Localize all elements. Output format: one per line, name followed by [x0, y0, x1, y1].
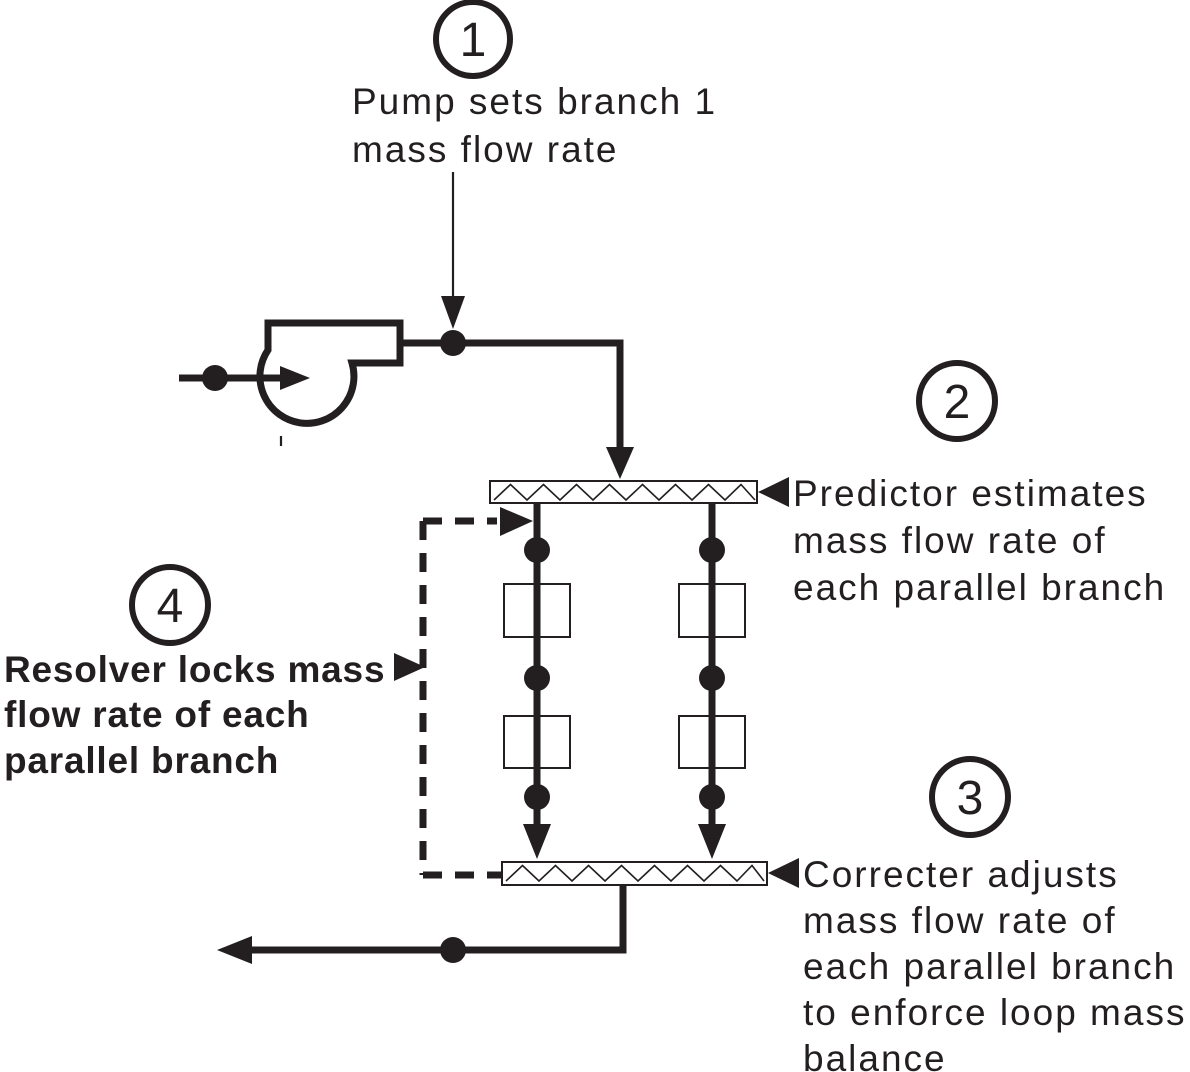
resolver-dashed-loop: [419, 507, 533, 879]
step4-pointer-arrowhead-icon: [394, 653, 425, 681]
right-branch-node-dot-3: [699, 784, 725, 810]
annotation-step3: 3 Correcter adjusts mass flow rate of ea…: [803, 756, 1186, 1072]
outflow-path: [217, 885, 627, 964]
step1-pointer-arrowhead-icon: [441, 296, 465, 329]
pump-outlet-node-dot: [440, 330, 466, 356]
step3-label-line2: mass flow rate of: [803, 900, 1117, 941]
annotation-step2: 2 Predictor estimates mass flow rate of …: [793, 360, 1166, 608]
right-branch-arrowhead-icon: [698, 824, 726, 859]
predictor-bar: [489, 477, 789, 507]
pump-inlet-arrowhead-icon: [280, 366, 310, 390]
main-flow-path: [399, 330, 634, 479]
outflow-node-dot: [440, 937, 466, 963]
step1-circle: [433, 0, 513, 79]
correcter-bar-body: [501, 861, 768, 886]
step2-label-line3: each parallel branch: [793, 567, 1166, 608]
parallel-branch-right: [678, 503, 746, 859]
step1-label-line2: mass flow rate: [352, 129, 619, 170]
left-branch-node-dot-1: [524, 537, 550, 563]
resolver-loop-arrowhead-icon: [500, 507, 533, 536]
pump-symbol: [179, 319, 404, 446]
outflow-line: [228, 885, 627, 954]
step4-label-line2: flow rate of each: [4, 694, 310, 735]
step3-label-line1: Correcter adjusts: [803, 854, 1119, 895]
correcter-bar-hatch: [505, 864, 765, 883]
left-branch-node-dot-3: [524, 784, 550, 810]
step3-number: 3: [957, 772, 984, 825]
main-down-arrowhead-icon: [606, 447, 634, 479]
step2-circle: [916, 360, 998, 442]
step2-label-line2: mass flow rate of: [793, 520, 1107, 561]
step2-number: 2: [944, 376, 971, 429]
step4-number: 4: [157, 580, 184, 633]
pump-body: [256, 319, 404, 427]
predictor-bar-hatch: [493, 483, 756, 502]
step2-label-line1: Predictor estimates: [793, 473, 1148, 514]
step4-label-line1: Resolver locks mass: [4, 649, 385, 690]
correcter-bar: [501, 858, 799, 888]
step3-label-line3: each parallel branch: [803, 946, 1176, 987]
outflow-arrowhead-icon: [217, 936, 252, 964]
left-branch-arrowhead-icon: [523, 824, 551, 859]
pump-outlet-line: [399, 339, 624, 450]
step4-label-line3: parallel branch: [4, 740, 279, 781]
step3-label-line5: balance: [803, 1038, 947, 1072]
step1-label-line1: Pump sets branch 1: [352, 81, 717, 122]
step4-circle: [129, 564, 211, 646]
step1-number: 1: [460, 14, 487, 67]
annotation-step1: 1 Pump sets branch 1 mass flow rate: [352, 0, 717, 329]
left-branch-node-dot-2: [524, 665, 550, 691]
right-branch-node-dot-2: [699, 665, 725, 691]
pump-inlet-node-dot: [202, 365, 228, 391]
predictor-pointer-arrowhead-icon: [758, 477, 789, 507]
step3-circle: [929, 756, 1011, 838]
parallel-branch-left: [503, 503, 571, 859]
correcter-pointer-arrowhead-icon: [768, 858, 799, 888]
right-branch-node-dot-1: [699, 537, 725, 563]
step3-label-line4: to enforce loop mass: [803, 992, 1186, 1033]
annotation-step4: 4 Resolver locks mass flow rate of each …: [4, 564, 425, 781]
